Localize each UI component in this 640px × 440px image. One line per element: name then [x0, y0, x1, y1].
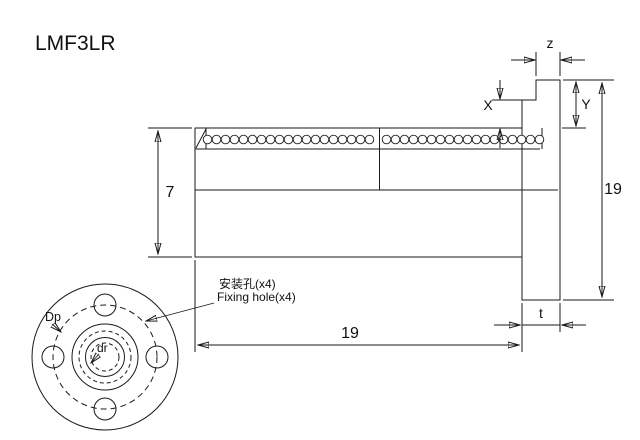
- front-view: Dp dr 安装孔(x4) Fixing hole(x4): [31, 276, 296, 431]
- flange-circles: [31, 283, 179, 431]
- bearing-body-outline: [194, 127, 558, 258]
- bolt-circle-label: Dp: [45, 310, 61, 324]
- fixing-hole-note: 安装孔(x4) Fixing hole(x4): [146, 276, 296, 321]
- dimension-groove-width: z: [511, 35, 585, 76]
- fixing-hole-note-cn: 安装孔(x4): [219, 276, 276, 291]
- side-view: 7 19 19 t: [148, 35, 622, 352]
- mounting-holes: [41, 293, 169, 421]
- dimension-flange-height: 19: [563, 79, 622, 301]
- dim-flange-top-height-label: Y: [581, 96, 591, 112]
- dim-flange-thickness-label: t: [539, 305, 543, 321]
- dimension-body-height: 7: [148, 127, 192, 258]
- part-number-title: LMF3LR: [35, 32, 116, 55]
- dimension-flange-top-height: Y: [562, 82, 591, 129]
- fixing-hole-note-en: Fixing hole(x4): [217, 290, 296, 304]
- dimension-step-height: X: [483, 80, 534, 148]
- bore-label: dr: [97, 341, 108, 355]
- ball-bearings: [202, 134, 545, 145]
- dim-groove-width-label: z: [547, 35, 554, 51]
- dimension-body-length: 19: [194, 260, 523, 352]
- dim-body-length-label: 19: [341, 325, 359, 342]
- dim-body-height-label: 7: [166, 184, 175, 201]
- bore-callout: dr: [91, 341, 108, 363]
- dim-flange-height-label: 19: [604, 181, 622, 198]
- dimension-flange-thickness: t: [494, 303, 586, 332]
- dim-step-height-label: X: [483, 97, 493, 113]
- bolt-circle-callout: Dp: [45, 310, 61, 332]
